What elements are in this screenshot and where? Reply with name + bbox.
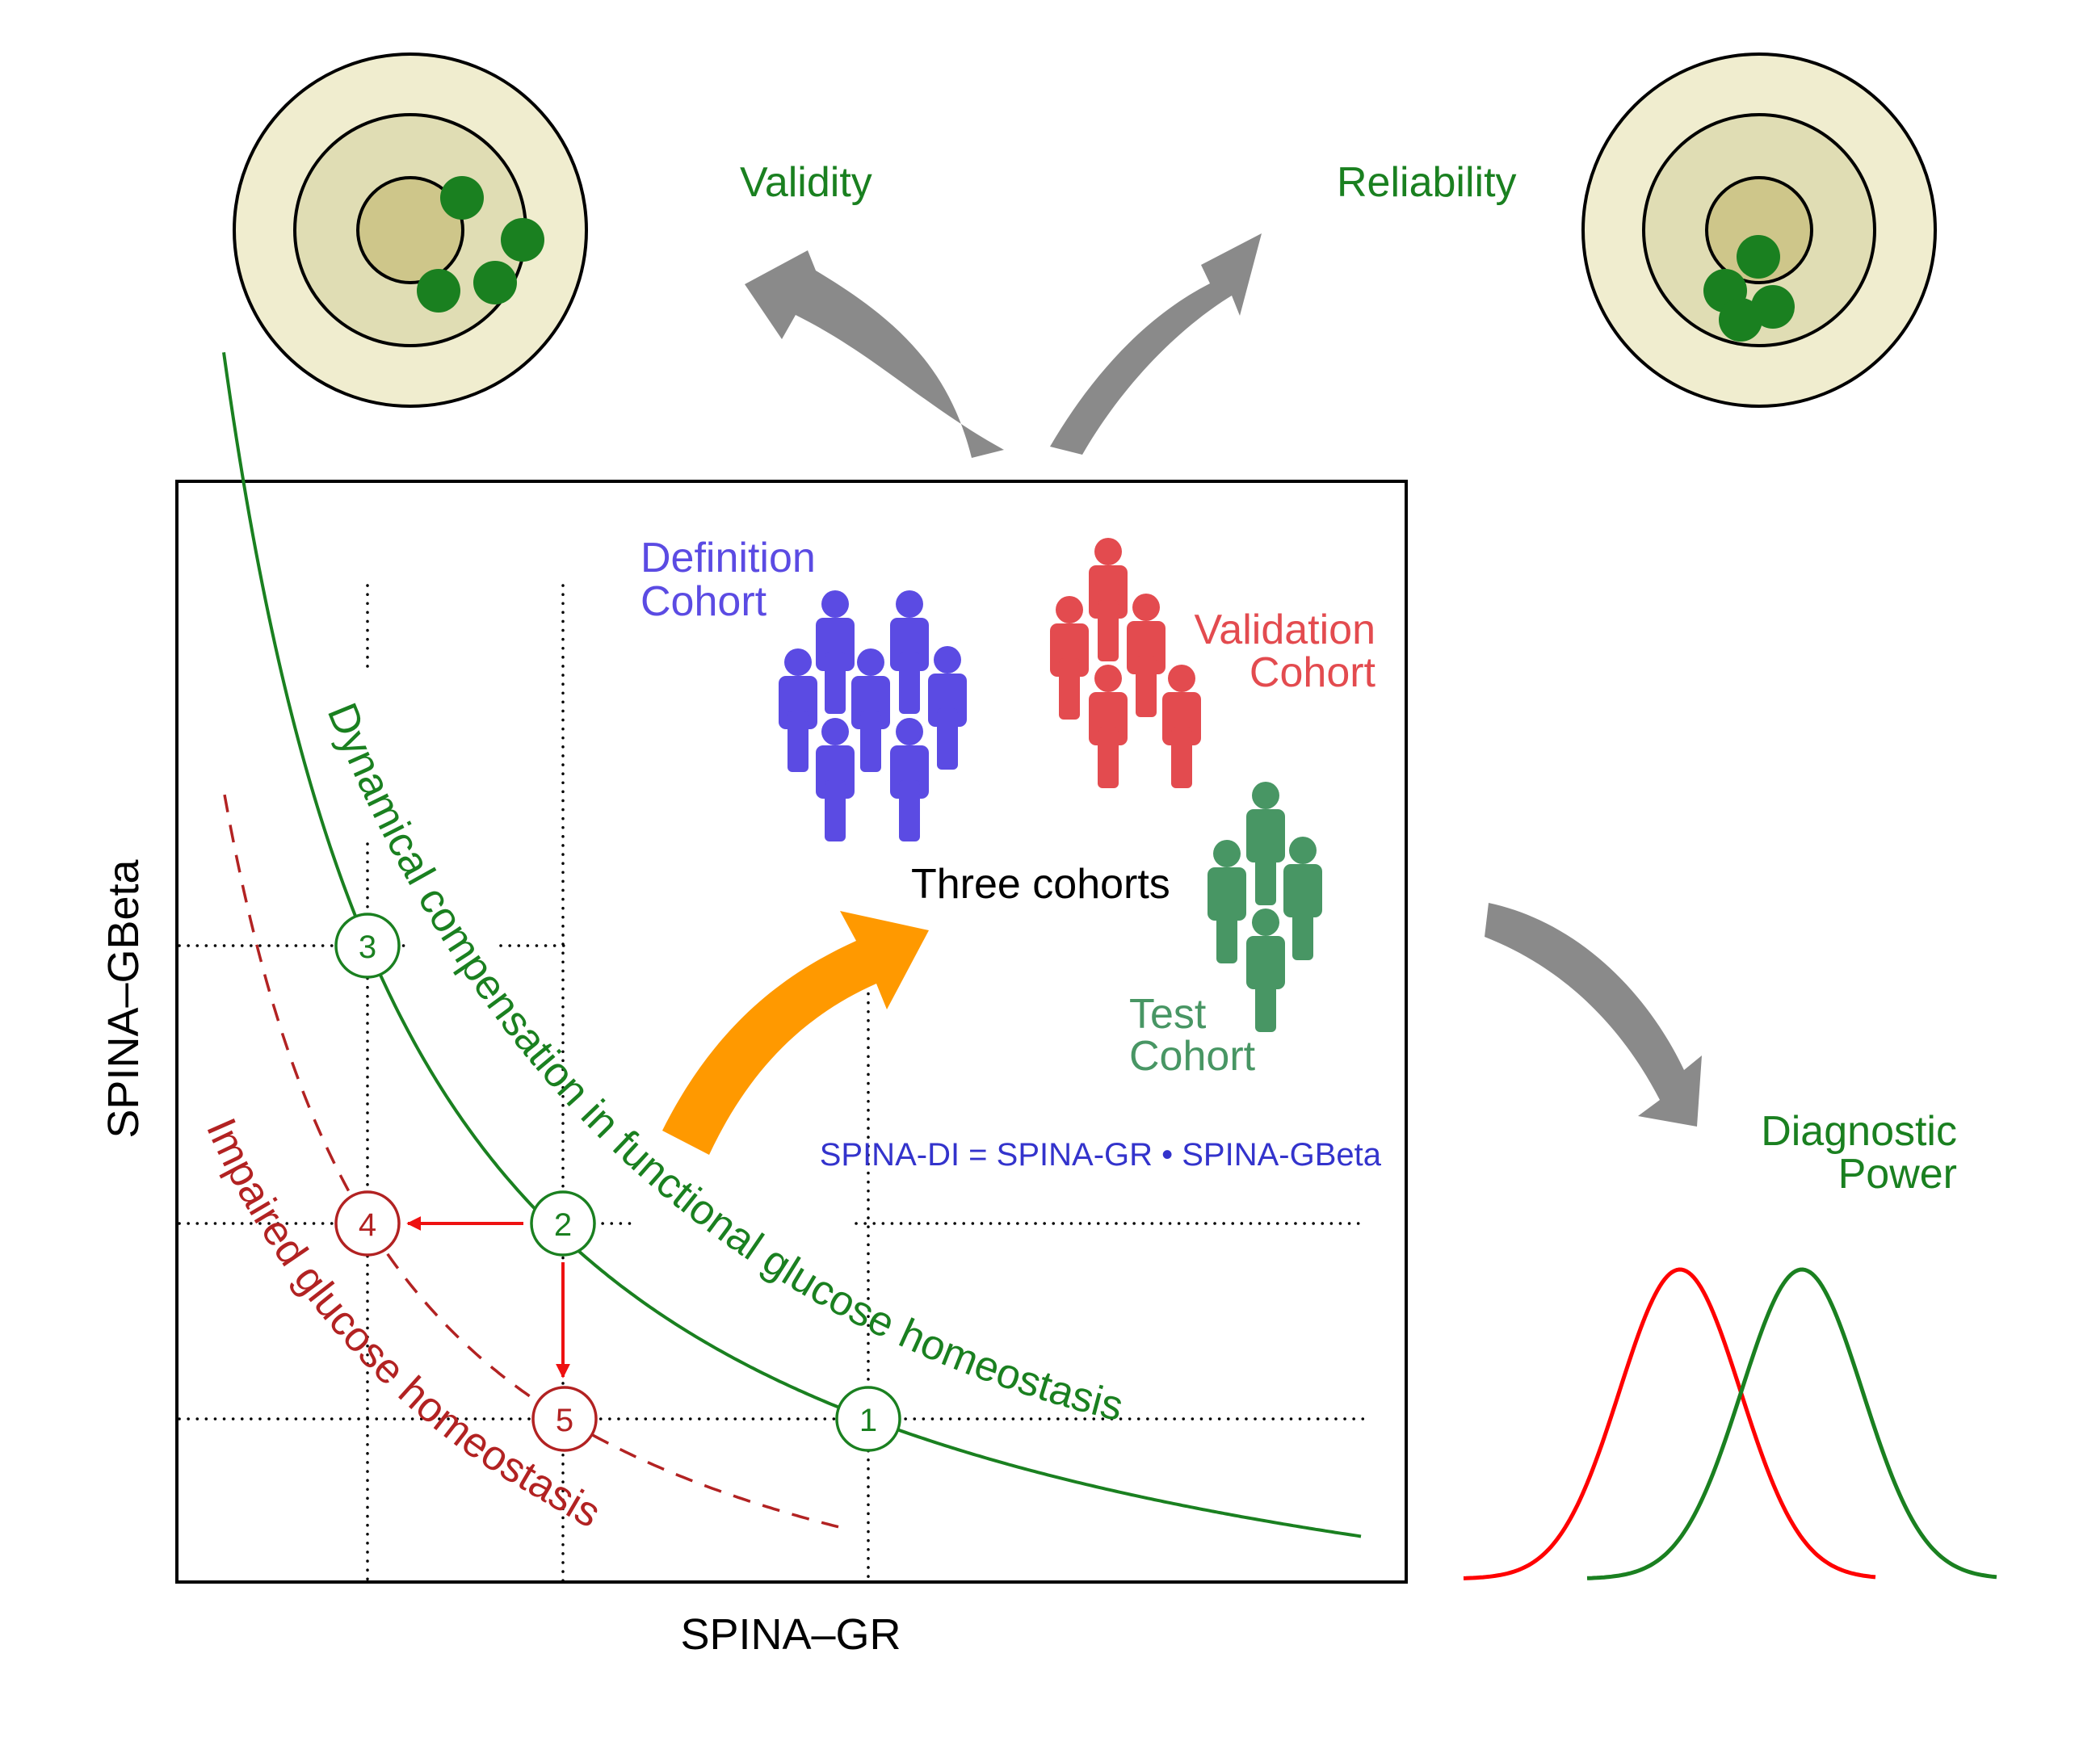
point-4: 4 [334, 1190, 401, 1257]
orange-arrow-icon [662, 911, 929, 1155]
diagnostic-label-line1: Diagnostic [1761, 1108, 1957, 1155]
validation-cohort-label-line1: Validation [1194, 606, 1376, 653]
point-label: 5 [556, 1403, 573, 1438]
formula-label: SPINA-DI = SPINA-GR • SPINA-GBeta [820, 1137, 1382, 1173]
test-cohort-label-line2: Cohort [1129, 1033, 1256, 1080]
target-bullseye [1705, 176, 1813, 284]
gray-arrow-icon [1485, 903, 1702, 1127]
reliability-label: Reliability [1337, 159, 1517, 206]
gray-arrow-icon [745, 250, 1004, 458]
hit-dot [1719, 298, 1762, 342]
point-3: 3 [334, 913, 401, 979]
definition-cohort-label-line1: Definition [640, 535, 816, 581]
distribution-curve-healthy [1586, 1267, 1997, 1580]
definition-cohort-label-line2: Cohort [640, 578, 767, 625]
distribution-curve-impaired [1463, 1267, 1876, 1580]
reliability-target [1581, 52, 1937, 408]
x-axis-label: SPINA–GR [680, 1610, 901, 1659]
hit-dot [440, 176, 484, 220]
arrow-to-reliability [1050, 233, 1262, 455]
hit-dot [417, 269, 460, 313]
hit-dot [501, 218, 544, 262]
point-label: 4 [359, 1207, 376, 1243]
validity-target [233, 52, 588, 408]
diagnostic-label-line2: Power [1838, 1151, 1957, 1198]
hit-dot [473, 261, 517, 304]
point-label: 2 [554, 1207, 572, 1243]
arrow-to-validity [745, 250, 1004, 458]
test-cohort-label-line1: Test [1129, 991, 1207, 1038]
compensation-curve [222, 352, 1362, 1538]
validity-label: Validity [740, 159, 872, 206]
point-5: 5 [531, 1386, 598, 1452]
point-label: 3 [359, 930, 376, 965]
gray-arrow-icon [1050, 233, 1262, 455]
arrow-to-diagnostic [1485, 903, 1702, 1127]
three-cohorts-label: Three cohorts [911, 861, 1170, 908]
point-label: 1 [859, 1403, 877, 1438]
target-bullseye [356, 176, 464, 284]
point-1: 1 [835, 1386, 901, 1452]
impaired-curve [223, 794, 839, 1529]
hit-dot [1737, 235, 1780, 279]
point-2: 2 [530, 1190, 596, 1257]
y-axis-label: SPINA–GBeta [99, 858, 148, 1138]
validation-cohort-label-line2: Cohort [1250, 649, 1376, 696]
